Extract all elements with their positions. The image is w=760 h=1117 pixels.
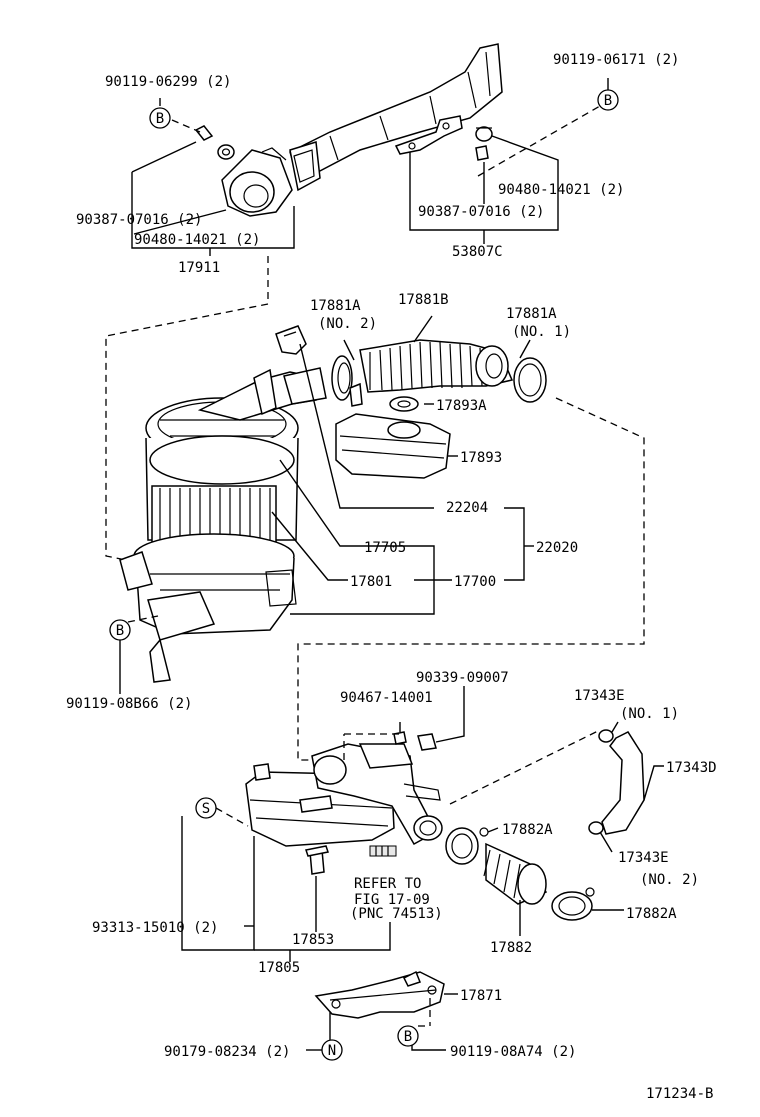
- air-cleaner-drawing: [119, 368, 317, 683]
- label-17882: 17882: [490, 940, 532, 956]
- label-17881a-no1-sub: (NO. 1): [512, 324, 571, 340]
- grommet-left-drawing: [194, 125, 235, 160]
- label-90339-09007: 90339-09007: [416, 670, 509, 686]
- label-22020: 22020: [536, 540, 578, 556]
- label-17882a-top: 17882A: [502, 822, 553, 838]
- label-90480-14021-left: 90480-14021 (2): [134, 232, 260, 248]
- label-17882a-bottom: 17882A: [626, 906, 677, 922]
- label-17343e-no2: 17343E: [618, 850, 669, 866]
- svg-text:S: S: [202, 801, 210, 817]
- label-90119-08a74: 90119-08A74 (2): [450, 1044, 576, 1060]
- label-17805: 17805: [258, 960, 300, 976]
- label-17700: 17700: [454, 574, 496, 590]
- label-17343e-no1: 17343E: [574, 688, 625, 704]
- marker-b-middle-left: B: [109, 619, 131, 641]
- label-17343d: 17343D: [666, 760, 717, 776]
- label-22204: 22204: [446, 500, 488, 516]
- label-17881a-no2: 17881A: [310, 298, 361, 314]
- label-90467-14001: 90467-14001: [340, 690, 433, 706]
- intake-duct-drawing: [289, 43, 503, 192]
- top-leaders: [131, 78, 609, 256]
- label-90387-07016-right: 90387-07016 (2): [418, 204, 544, 220]
- label-93313-15010: 93313-15010 (2): [92, 920, 218, 936]
- bottom-leaders: [181, 686, 664, 1051]
- inlet-elbow-drawing: [221, 147, 293, 217]
- marker-s-bottom-left: S: [195, 797, 217, 819]
- svg-text:B: B: [604, 93, 612, 109]
- resonator-17893-drawing: [335, 413, 451, 479]
- svg-text:B: B: [116, 623, 124, 639]
- svg-text:N: N: [328, 1043, 336, 1059]
- label-17871: 17871: [460, 988, 502, 1004]
- marker-b-top-left: B: [149, 107, 171, 129]
- lower-case-drawing: [245, 731, 443, 875]
- bracket-17871-drawing: [314, 970, 445, 1019]
- label-17343e-no1-sub: (NO. 1): [620, 706, 679, 722]
- label-90119-08b66: 90119-08B66 (2): [66, 696, 192, 712]
- label-17881b: 17881B: [398, 292, 449, 308]
- label-17893: 17893: [460, 450, 502, 466]
- label-refer-line2: FIG 17-09: [354, 892, 430, 908]
- label-17853: 17853: [292, 932, 334, 948]
- label-17911: 17911: [178, 260, 220, 276]
- marker-b-bottom: B: [397, 1025, 419, 1047]
- diagram-id: 171234-B: [646, 1086, 713, 1102]
- marker-b-top-right: B: [597, 89, 619, 111]
- svg-text:B: B: [156, 111, 164, 127]
- label-17343e-no2-sub: (NO. 2): [640, 872, 699, 888]
- svg-text:B: B: [404, 1029, 412, 1045]
- hose-17881b-drawing: [275, 325, 547, 412]
- label-90480-14021-right: 90480-14021 (2): [498, 182, 624, 198]
- label-17705: 17705: [364, 540, 406, 556]
- label-90119-06171: 90119-06171 (2): [553, 52, 679, 68]
- label-17881a-no1: 17881A: [506, 306, 557, 322]
- label-17801: 17801: [350, 574, 392, 590]
- hose-17882-drawing: [445, 827, 595, 921]
- label-53807c: 53807C: [452, 244, 503, 260]
- label-90119-06299: 90119-06299 (2): [105, 74, 231, 90]
- label-90387-07016-left: 90387-07016 (2): [76, 212, 202, 228]
- hose-17343d-drawing: [588, 729, 645, 835]
- label-refer-line1: REFER TO: [354, 876, 421, 892]
- middle-leaders: [119, 315, 534, 694]
- label-17881a-no2-sub: (NO. 2): [318, 316, 377, 332]
- marker-n-bottom: N: [321, 1039, 343, 1061]
- label-refer-line3: (PNC 74513): [350, 906, 443, 922]
- grommet-right-drawing: [475, 126, 493, 161]
- label-17893a: 17893A: [436, 398, 487, 414]
- right-dashed-link: [297, 397, 645, 761]
- label-90179-08234: 90179-08234 (2): [164, 1044, 290, 1060]
